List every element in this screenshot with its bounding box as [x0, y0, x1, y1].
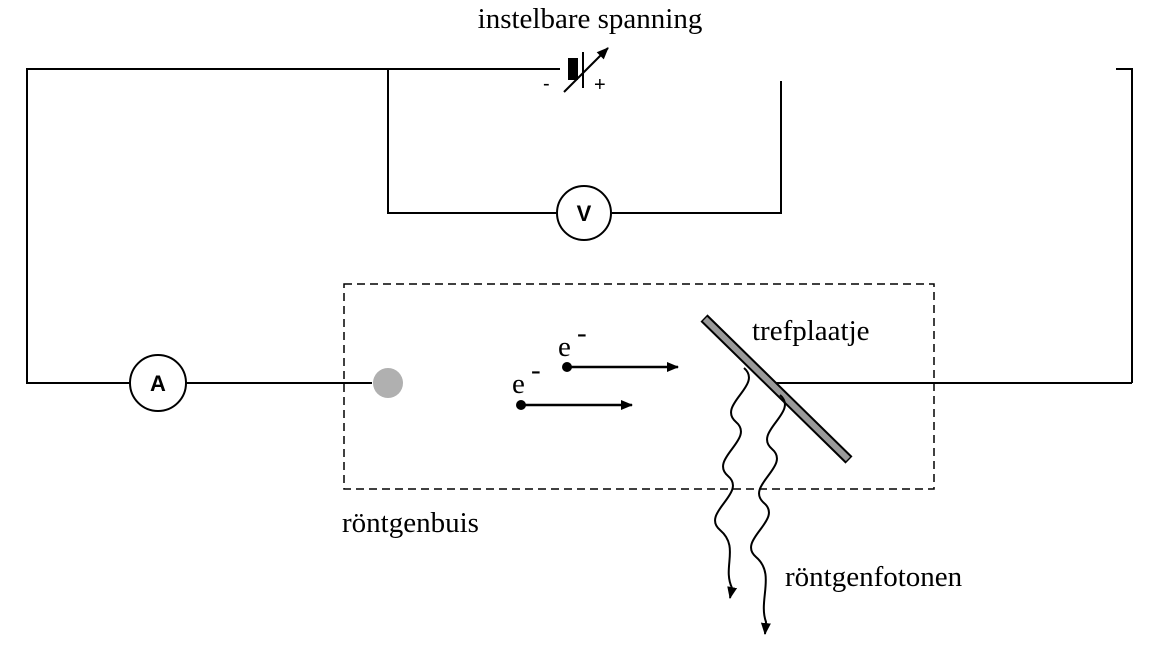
adjustable-voltage-source-icon: [560, 47, 1116, 93]
variable-arrow: [563, 47, 609, 93]
electron-upper-label: e: [558, 331, 571, 363]
xray-photon-wave-left: [714, 367, 750, 599]
xray-photons-label: röntgenfotonen: [785, 561, 963, 593]
plus-sign-label: +: [594, 74, 606, 96]
target-label: trefplaatje: [752, 315, 870, 347]
xray-tube-outline: [343, 283, 935, 490]
electron-lower-label: e: [512, 368, 525, 400]
electron-upper: e -: [558, 317, 679, 372]
xray-tube-label: röntgenbuis: [342, 507, 479, 539]
xray-photon-wave-right: [750, 394, 786, 635]
ammeter-icon: [129, 354, 187, 412]
voltmeter-branch-wire-left: [387, 69, 556, 214]
outer-circuit-wire: [26, 68, 1133, 384]
electron-upper-charge: -: [577, 317, 587, 349]
electron-lower-charge: -: [531, 354, 541, 386]
ammeter-label: A: [150, 371, 166, 396]
voltmeter-branch-wire-right: [612, 69, 782, 214]
voltage-source-label: instelbare spanning: [478, 3, 703, 35]
minus-sign-label: -: [543, 73, 550, 95]
battery-short-plate: [568, 58, 578, 80]
voltmeter-icon: [556, 185, 612, 241]
cathode-icon: [373, 368, 403, 398]
target-plate-fill: [702, 316, 851, 462]
voltmeter-label: V: [577, 201, 592, 226]
electron-lower: e -: [512, 354, 633, 410]
